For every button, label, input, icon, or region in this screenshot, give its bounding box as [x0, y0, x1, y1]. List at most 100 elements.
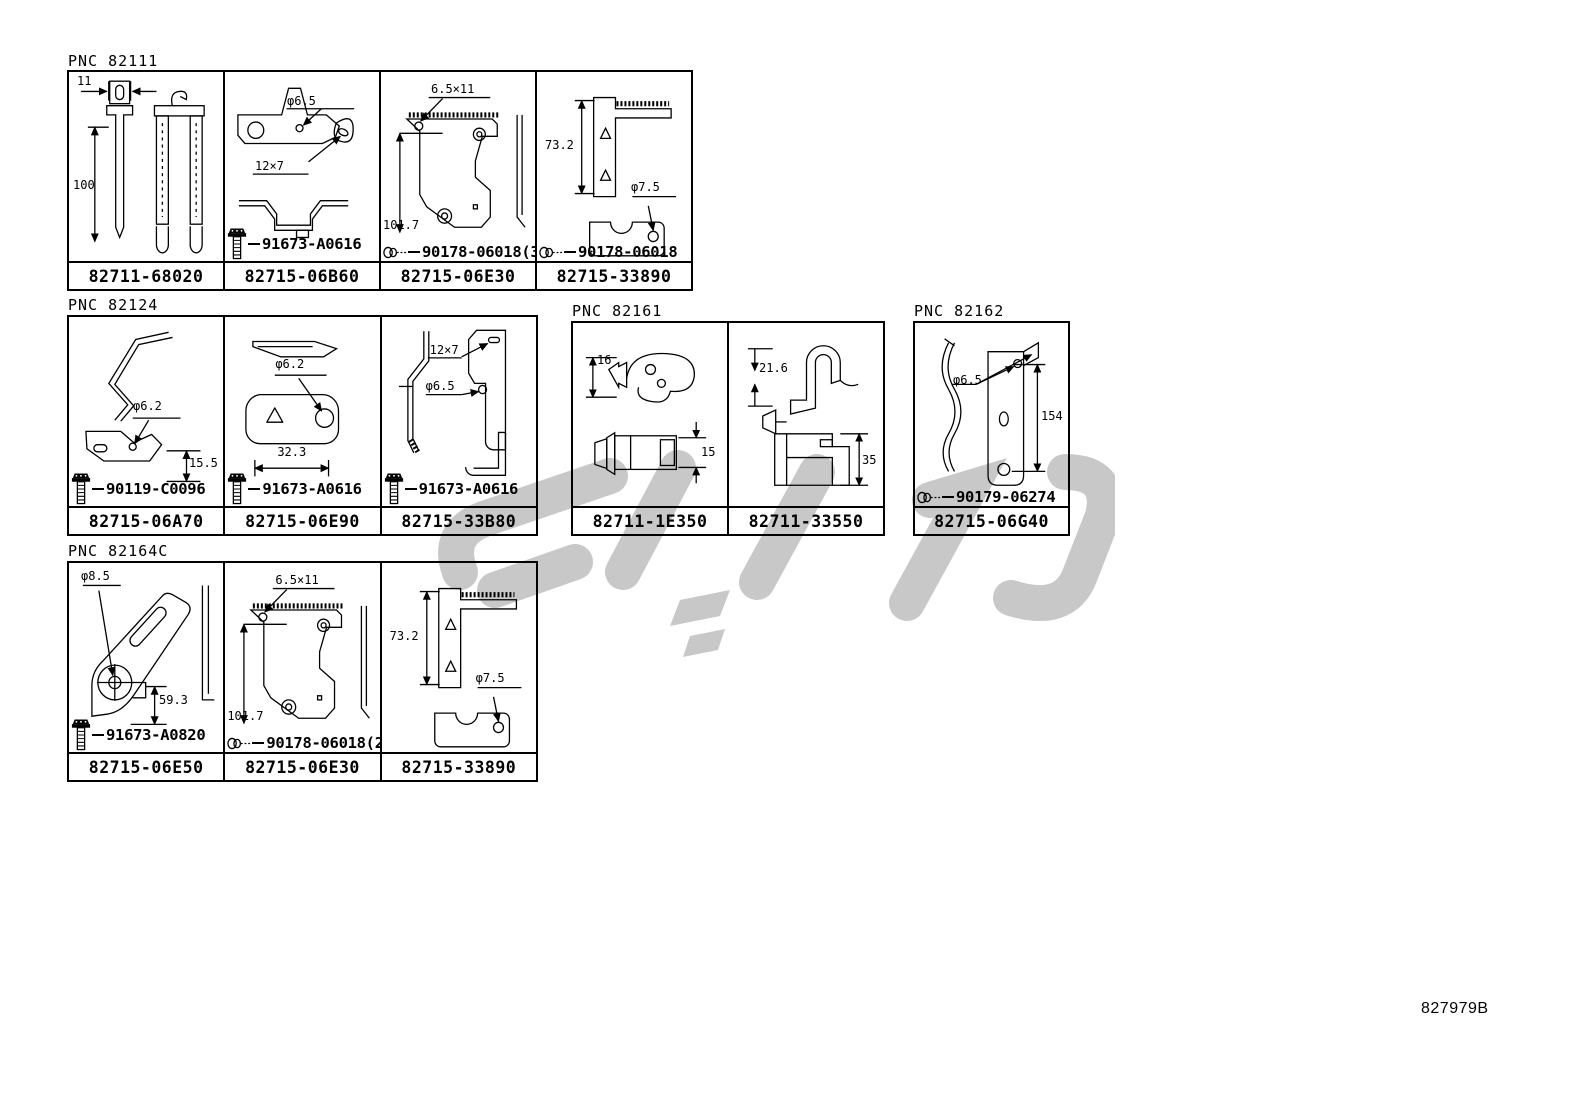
- pnc-label-82161: PNC 82161: [572, 302, 663, 320]
- dimension-label: φ6.5: [425, 379, 455, 393]
- fastener-callout: 90119-C0096: [71, 472, 223, 506]
- part-panel-82715-33890-2: 73.2 φ7.5 82715-33890: [379, 563, 536, 780]
- fastener-part-number: 90178-06018: [578, 243, 678, 261]
- part-panel-82715-33B80: 12×7 φ6.5 91673-A0616 82715-33B80: [379, 317, 536, 534]
- part-number-cell: 82711-1E350: [573, 506, 727, 534]
- dimension-label: 11: [77, 74, 92, 88]
- part-number-cell: 82715-06E50: [69, 752, 224, 780]
- fastener-part-number: 90179-06274: [956, 488, 1056, 506]
- leader-line: [252, 742, 265, 744]
- fastener-callout: 90178-06018(3): [383, 243, 535, 261]
- dimension-label: 15: [701, 445, 716, 459]
- dimension-label: φ6.2: [275, 357, 305, 371]
- fastener-callout: 90178-06018: [539, 243, 691, 261]
- part-panel-82711-33550: 21.6 35 82711-33550: [727, 323, 883, 534]
- pnc-label-82162: PNC 82162: [914, 302, 1005, 320]
- doc-code: 827979B: [1421, 1000, 1489, 1017]
- parts-grid-82124: φ6.2 15.5 90119-C0096 82715-06A70 φ6.2 3…: [67, 315, 538, 536]
- fastener-callout: 91673-A0616: [227, 227, 379, 261]
- part-number-cell: 82715-06A70: [69, 506, 224, 534]
- part-drawing: [573, 323, 727, 508]
- parts-grid-82111: 11 100 82711-68020 φ6.5 12×7 91673-A0616…: [67, 70, 693, 291]
- part-panel-82715-33890: 73.2 φ7.5 90178-06018 82715-33890: [535, 72, 691, 289]
- part-panel-82715-06A70: φ6.2 15.5 90119-C0096 82715-06A70: [69, 317, 224, 534]
- bolt-icon: [71, 718, 91, 752]
- leader-line: [408, 251, 420, 253]
- part-panel-82711-1E350: 16 15 82711-1E350: [573, 323, 727, 534]
- dimension-label: 101.7: [227, 709, 264, 723]
- part-drawing: [537, 72, 691, 263]
- clip-nut-icon: [227, 737, 251, 750]
- leader-line: [942, 496, 954, 498]
- part-panel-82715-06B60: φ6.5 12×7 91673-A0616 82715-06B60: [223, 72, 379, 289]
- part-number-cell: 82715-06E90: [225, 506, 380, 534]
- dimension-label: 35: [862, 453, 877, 467]
- fastener-callout: 91673-A0616: [384, 472, 536, 506]
- part-drawing: [729, 323, 883, 508]
- part-panel-82715-06E30-2: 6.5×11 101.7 90178-06018(2) 82715-06E30: [223, 563, 380, 780]
- dimension-label: 73.2: [389, 629, 419, 643]
- fastener-callout: 90179-06274: [917, 488, 1068, 506]
- fastener-part-number: 91673-A0616: [418, 480, 519, 498]
- dimension-label: 16: [597, 353, 612, 367]
- fastener-callout: 91673-A0616: [227, 472, 379, 506]
- part-panel-82715-06E50: φ8.5 59.3 91673-A0820 82715-06E50: [69, 563, 224, 780]
- part-number-cell: 82715-33B80: [381, 506, 536, 534]
- dimension-label: φ6.5: [287, 94, 316, 108]
- dimension-label: 100: [73, 178, 95, 192]
- leader-line: [564, 251, 576, 253]
- part-number-cell: 82711-68020: [69, 261, 223, 289]
- parts-grid-82161: 16 15 82711-1E350 21.6 35 82711-33550: [571, 321, 885, 536]
- fastener-callout: 90178-06018(2): [227, 734, 380, 752]
- fastener-part-number: 91673-A0820: [106, 726, 206, 744]
- leader-line: [404, 488, 417, 490]
- bolt-icon: [227, 227, 247, 261]
- part-number-cell: 82715-33890: [537, 261, 691, 289]
- pnc-label-82164C: PNC 82164C: [68, 542, 169, 560]
- part-number-cell: 82715-06B60: [225, 261, 379, 289]
- clip-nut-icon: [917, 491, 941, 504]
- part-number-cell: 82715-06G40: [915, 506, 1068, 534]
- parts-grid-82162: φ6.5 154 90179-06274 82715-06G40: [913, 321, 1070, 536]
- pnc-label-82111: PNC 82111: [68, 52, 159, 70]
- clip-nut-icon: [383, 246, 407, 259]
- part-number-cell: 82715-06E30: [225, 752, 380, 780]
- fastener-part-number: 91673-A0616: [262, 235, 362, 253]
- part-drawing: [69, 72, 223, 263]
- parts-grid-82164C: φ8.5 59.3 91673-A0820 82715-06E50 6.5×11…: [67, 561, 538, 782]
- fastener-part-number: 90119-C0096: [106, 480, 206, 498]
- dimension-label: φ6.5: [953, 373, 982, 387]
- leader-line: [248, 488, 261, 490]
- fastener-part-number: 90178-06018(3): [422, 243, 535, 261]
- part-panel-82715-06E30: 6.5×11 101.7 90178-06018(3) 82715-06E30: [379, 72, 535, 289]
- dimension-label: 6.5×11: [431, 82, 475, 96]
- clip-nut-icon: [539, 246, 563, 259]
- dimension-label: 73.2: [545, 138, 574, 152]
- part-drawing: [382, 563, 536, 754]
- bolt-icon: [227, 472, 247, 506]
- dimension-label: φ8.5: [81, 569, 110, 583]
- part-number-cell: 82715-33890: [381, 752, 536, 780]
- part-panel-82715-06E90: φ6.2 32.3 91673-A0616 82715-06E90: [223, 317, 380, 534]
- fastener-part-number: 91673-A0616: [262, 480, 362, 498]
- dimension-label: 12×7: [255, 159, 284, 173]
- dimension-label: 32.3: [277, 445, 307, 459]
- part-panel-82715-06G40: φ6.5 154 90179-06274 82715-06G40: [915, 323, 1068, 534]
- dimension-label: 6.5×11: [275, 573, 319, 587]
- leader-line: [92, 488, 104, 490]
- fastener-callout: 91673-A0820: [71, 718, 223, 752]
- dimension-label: 101.7: [383, 218, 420, 232]
- dimension-label: 15.5: [189, 456, 218, 470]
- leader-line: [92, 734, 104, 736]
- bolt-icon: [384, 472, 404, 506]
- bolt-icon: [71, 472, 91, 506]
- dimension-label: φ6.2: [133, 399, 162, 413]
- leader-line: [248, 243, 260, 245]
- dimension-label: 59.3: [159, 693, 188, 707]
- dimension-label: φ7.5: [475, 671, 505, 685]
- part-number-cell: 82715-06E30: [381, 261, 535, 289]
- part-drawing: [225, 563, 379, 754]
- dimension-label: 21.6: [759, 361, 788, 375]
- part-number-cell: 82711-33550: [729, 506, 883, 534]
